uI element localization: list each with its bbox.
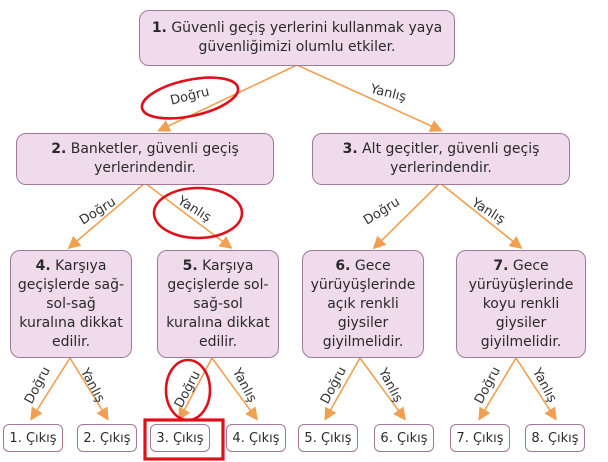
arrow-6-e5 [324,357,361,421]
exit-1: 1. Çıkış [3,424,63,452]
arrow-3-6 [372,182,441,250]
marker-rect-exit-3 [143,418,225,461]
question-number: 2. [51,141,67,157]
question-number: 1. [151,20,167,36]
exit-4: 4. Çıkış [226,424,286,452]
question-number: 6. [335,257,351,274]
question-text: Karşıya geçişlerde sağ-sol-sağ kuralına … [17,257,125,350]
exit-5: 5. Çıkış [298,424,358,452]
exit-3: 3. Çıkış [150,424,210,452]
question-text: Gece yürüyüşlerinde açık renkli giysiler… [310,257,416,350]
arrow-1-2 [157,64,298,132]
exit-8: 8. Çıkış [525,424,585,452]
question-number: 3. [342,141,358,157]
question-text: Güvenli geçiş yerlerini kullanmak yaya g… [171,20,443,55]
question-text: Banketler, güvenli geçiş yerlerindendir. [70,141,239,176]
question-box-2: 2. Banketler, güvenli geçiş yerlerindend… [16,133,274,185]
arrow-7-e8 [515,357,557,421]
exit-7: 7. Çıkış [450,424,510,452]
arrow-6-e6 [359,357,406,421]
arrow-3-7 [439,182,523,249]
exit-2: 2. Çıkış [77,424,137,452]
question-text: Gece yürüyüşlerinde koyu renkli giysiler… [468,257,574,350]
question-box-5: 5. Karşıya geçişlerde sol-sağ-sol kuralı… [157,250,279,358]
question-box-3: 3. Alt geçitler, güvenli geçiş yerlerind… [312,133,570,185]
arrow-5-e3 [178,357,213,421]
question-number: 4. [35,257,51,274]
arrow-7-e7 [478,357,517,421]
question-box-4: 4. Karşıya geçişlerde sağ-sol-sağ kuralı… [10,250,132,358]
question-text: Karşıya geçişlerde sol-sağ-sol kuralına … [166,257,270,350]
exit-6: 6. Çıkış [374,424,434,452]
arrow-1-3 [296,64,443,132]
question-box-6: 6. Gece yürüyüşlerinde açık renkli giysi… [302,250,424,358]
marker-ellipse-dogru-1 [140,76,240,120]
question-box-1: 1. Güvenli geçiş yerlerini kullanmak yay… [139,10,455,66]
question-text: Alt geçitler, güvenli geçiş yerlerindend… [362,141,540,176]
arrow-5-e4 [211,357,258,421]
arrow-4-e1 [30,357,71,421]
question-number: 5. [182,257,198,274]
question-number: 7. [493,257,509,274]
arrow-2-4 [67,182,146,250]
arrow-4-e2 [69,357,109,421]
marker-ellipse-yanlis-2 [152,186,244,240]
question-box-7: 7. Gece yürüyüşlerinde koyu renkli giysi… [456,250,586,358]
